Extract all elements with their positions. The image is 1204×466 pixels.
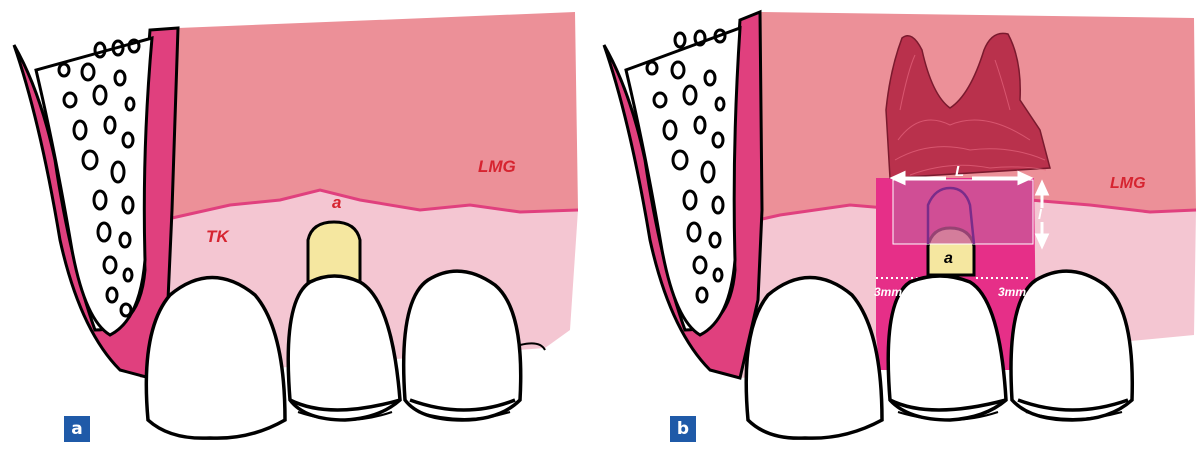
label-lmg: LMG — [478, 157, 516, 176]
panel-a: LMG TK a a — [0, 0, 590, 466]
panel-b: LMG L l a 3mm 3mm b — [590, 0, 1204, 466]
label-3mm-left: 3mm — [874, 285, 902, 299]
label-length-L: L — [955, 163, 964, 180]
label-a: a — [332, 193, 341, 212]
label-lmg: LMG — [1110, 175, 1146, 192]
alveolar-mucosa — [172, 12, 578, 218]
panel-badge-b: b — [670, 416, 696, 442]
tooth-crown-icon — [746, 271, 1132, 438]
label-a: a — [944, 250, 953, 267]
graft-dimension-window — [893, 180, 1033, 244]
label-3mm-right: 3mm — [998, 285, 1026, 299]
panel-a-illustration: LMG TK a — [0, 0, 590, 466]
label-tk: TK — [206, 227, 230, 246]
gingival-recession-area — [308, 222, 360, 282]
panel-b-illustration: LMG L l a 3mm 3mm — [590, 0, 1204, 466]
panel-badge-a: a — [64, 416, 90, 442]
tooth-crown-icon — [146, 271, 545, 438]
